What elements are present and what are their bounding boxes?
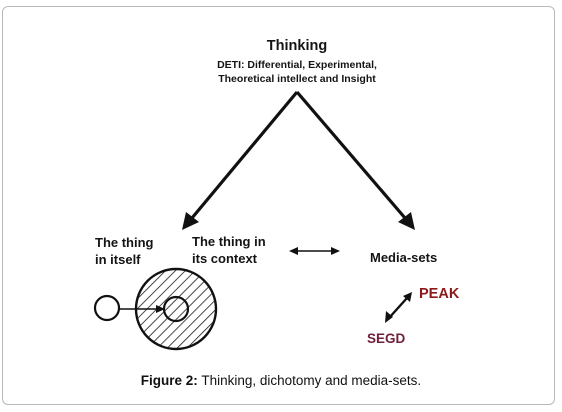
figure-caption-label: Figure 2: bbox=[140, 373, 198, 388]
peak-segd-arrow bbox=[385, 292, 412, 323]
peak-label: PEAK bbox=[419, 286, 460, 302]
figure-caption-text: Thinking, dichotomy and media-sets. bbox=[197, 373, 422, 388]
thing-in-itself-circle bbox=[93, 294, 121, 322]
diagram-title: Thinking bbox=[267, 38, 327, 54]
thing-in-context-circle bbox=[134, 267, 218, 351]
left-label-line2: in itself bbox=[95, 252, 141, 267]
connecting-arrow bbox=[119, 305, 165, 313]
diagram-subtitle-line1: DETI: Differential, Experimental, bbox=[217, 59, 377, 71]
diagram-subtitle-line2: Theoretical intellect and Insight bbox=[218, 73, 376, 85]
segd-label: SEGD bbox=[367, 331, 406, 346]
middle-label-line1: The thing in bbox=[192, 234, 266, 249]
left-label-line1: The thing bbox=[95, 235, 154, 250]
double-headed-arrow bbox=[289, 247, 340, 255]
left-diagonal-arrow bbox=[182, 90, 299, 230]
right-diagonal-arrow bbox=[295, 90, 415, 230]
media-sets-label: Media-sets bbox=[370, 250, 437, 265]
figure-caption: Figure 2: Thinking, dichotomy and media-… bbox=[0, 373, 562, 388]
figure-frame bbox=[2, 6, 555, 405]
middle-label-line2: its context bbox=[192, 251, 258, 266]
